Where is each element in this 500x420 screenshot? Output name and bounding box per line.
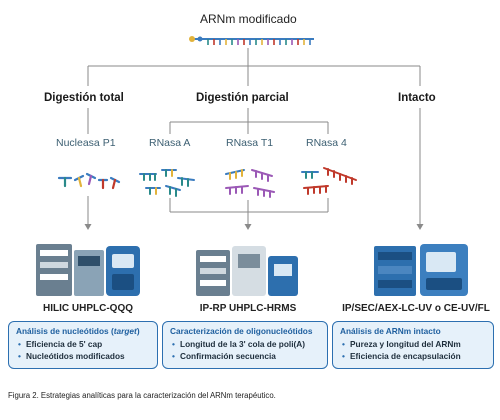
- panel-title: Análisis de nucleótidos (target): [16, 326, 140, 336]
- lc-instrument-icon: [36, 244, 140, 296]
- lc-instrument-icon: [374, 244, 468, 296]
- oligonucleotide-fragments-icon: [139, 169, 195, 197]
- instrument-label-hilic: HILIC UHPLC-QQQ: [43, 303, 133, 314]
- list-item: Eficiencia de encapsulación: [342, 351, 487, 361]
- list-item: Nucleótidos modificados: [18, 351, 151, 361]
- mrna-strand-icon: [189, 36, 314, 45]
- instrument-label-iprp: IP-RP UHPLC-HRMS: [199, 303, 297, 314]
- list-item: Eficiencia de 5' cap: [18, 339, 151, 349]
- category-intacto: Intacto: [398, 92, 436, 104]
- category-digestion-parcial: Digestión parcial: [196, 92, 289, 104]
- instrument-label-intact: IP/SEC/AEX-LC-UV o CE-UV/FL: [342, 303, 490, 314]
- nucleotide-fragments-icon: [57, 172, 121, 190]
- category-digestion-total: Digestión total: [44, 92, 124, 104]
- enzyme-rnasa-t1: RNasa T1: [226, 137, 274, 149]
- down-arrow-icon: [84, 224, 424, 230]
- enzyme-rnasa-4: RNasa 4: [306, 137, 347, 149]
- list-item: Pureza y longitud del ARNm: [342, 339, 487, 349]
- page-title: ARNm modificado: [200, 12, 297, 26]
- panel-title: Caracterización de oligonucleótidos: [170, 326, 313, 336]
- list-item: Confirmación secuencia: [172, 351, 321, 361]
- enzyme-nucleasa-p1: Nucleasa P1: [56, 137, 116, 149]
- figure-caption: Figura 2. Estrategias analíticas para la…: [8, 391, 276, 400]
- lc-instrument-icon: [196, 246, 298, 296]
- oligonucleotide-fragments-icon: [301, 167, 357, 195]
- panel-nucleotide-analysis: Análisis de nucleótidos (target) Eficien…: [8, 321, 158, 369]
- panel-oligonucleotide-characterization: Caracterización de oligonucleótidos Long…: [162, 321, 328, 369]
- list-item: Longitud de la 3' cola de poli(A): [172, 339, 321, 349]
- panel-title: Análisis de ARNm intacto: [340, 326, 441, 336]
- oligonucleotide-fragments-icon: [225, 169, 275, 198]
- enzyme-rnasa-a: RNasa A: [149, 137, 191, 149]
- panel-intact-mrna-analysis: Análisis de ARNm intacto Pureza y longit…: [332, 321, 494, 369]
